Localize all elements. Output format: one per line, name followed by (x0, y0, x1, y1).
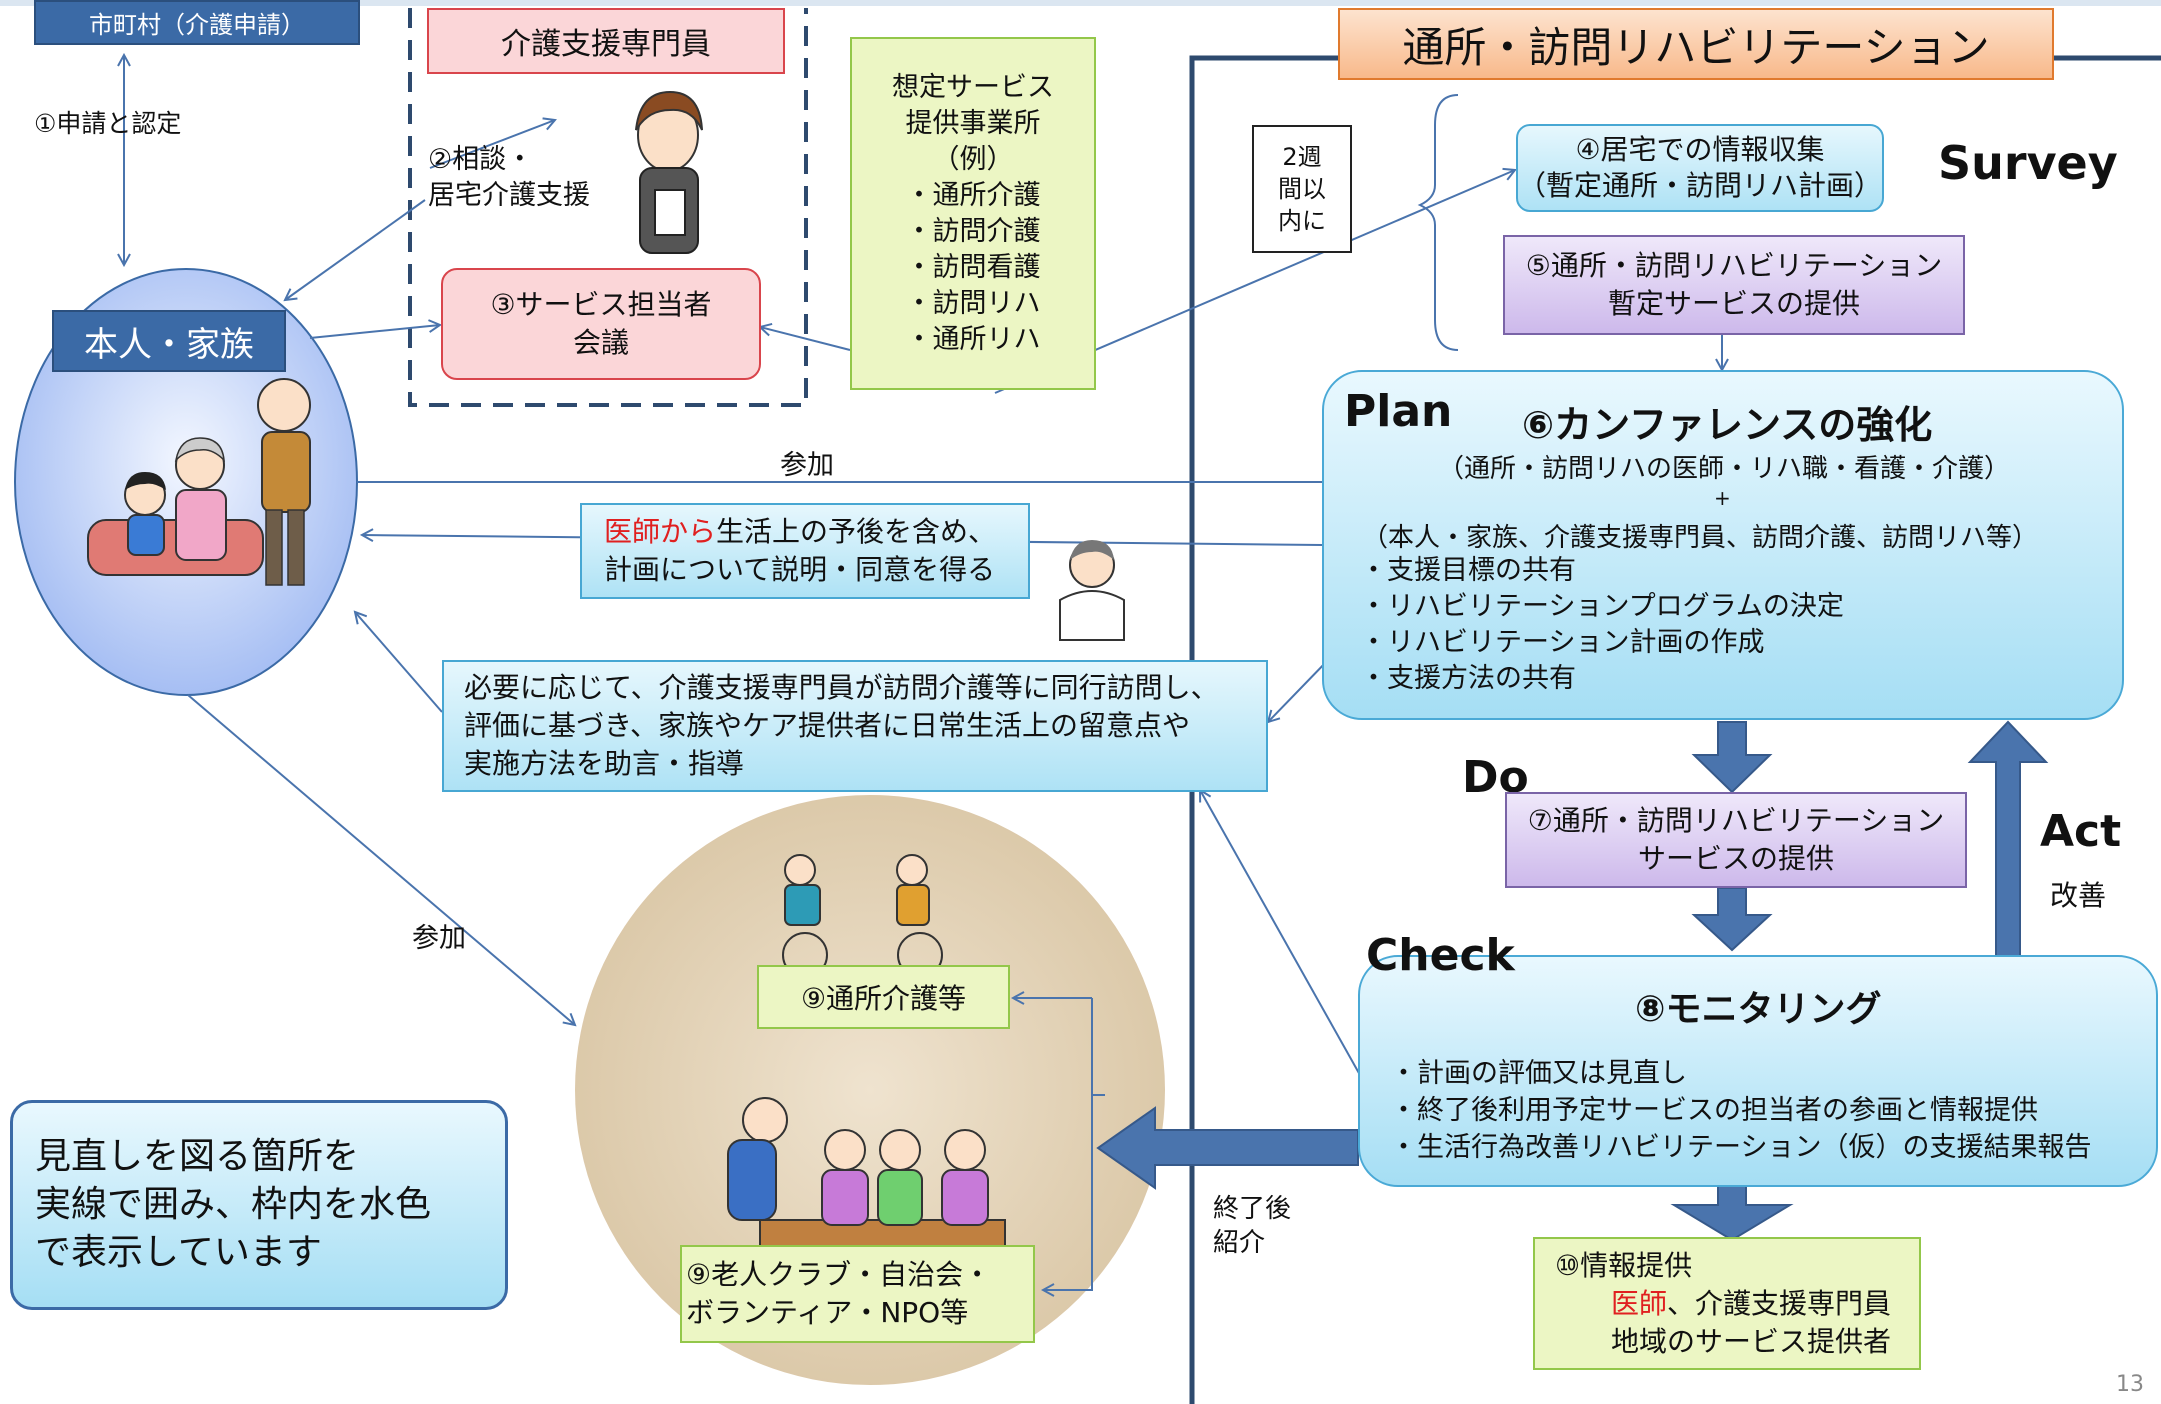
step6-title: ⑥カンファレンスの強化 (1522, 403, 1933, 447)
step2-line2: 居宅介護支援 (428, 180, 590, 211)
community-circle (575, 795, 1165, 1385)
step6-box (1322, 370, 2124, 720)
step8-items: ・計画の評価又は見直し ・終了後利用予定サービスの担当者の参画と情報提供 ・生活… (1390, 1055, 2091, 1166)
participation-2: 参加 (412, 923, 466, 954)
step8-item-2: ・生活行為改善リハビリテーション（仮）の支援結果報告 (1390, 1132, 2092, 1163)
step8-item-0: ・計画の評価又は見直し (1390, 1058, 1687, 1089)
step10-box: ⑩情報提供 医師、介護支援専門員 地域のサービス提供者 (1533, 1237, 1921, 1370)
advice-line3: 実施方法を助言・指導 (464, 747, 745, 780)
step6-item-3: ・支援方法の共有 (1360, 663, 1576, 694)
two-weeks-line2: 間以 (1278, 175, 1326, 203)
care-manager-title-box: 介護支援専門員 (427, 8, 785, 74)
clubs-line1: ⑨老人クラブ・自治会・ (686, 1258, 992, 1291)
step5-line1: ⑤通所・訪問リハビリテーション (1525, 249, 1943, 282)
page-number: 13 (2116, 1372, 2144, 1397)
step5-line2: 暫定サービスの提供 (1607, 287, 1860, 320)
doctor-explain-rest1: 生活上の予後を含め、 (716, 515, 997, 548)
municipality-label: 市町村（介護申請） (89, 11, 305, 39)
legend-note-box: 見直しを図る箇所を 実線で囲み、枠内を水色 で表示しています (10, 1100, 508, 1310)
care-manager-illustration (635, 90, 703, 254)
act-label: Act (2040, 806, 2122, 857)
family-illustration (87, 378, 311, 586)
rehab-title-box: 通所・訪問リハビリテーション (1338, 8, 2054, 80)
step10-line2: 医師、介護支援専門員 (1555, 1285, 1891, 1323)
rehab-title: 通所・訪問リハビリテーション (1402, 22, 1990, 72)
provider-line-2: （例） (932, 143, 1014, 175)
step3-box: ③サービス担当者 会議 (441, 268, 761, 380)
rehab-frame (1189, 55, 2161, 1404)
step4-line2: （暫定通所・訪問リハ計画） (1518, 169, 1883, 202)
provider-line-4: ・訪問介護 (905, 215, 1041, 247)
step6-item-1: ・リハビリテーションプログラムの決定 (1360, 591, 1844, 622)
step6-sub2: （本人・家族、介護支援専門員、訪問介護、訪問リハ等） (1362, 523, 2039, 553)
step8-item-1: ・終了後利用予定サービスの担当者の参画と情報提供 (1390, 1095, 2038, 1126)
family-label: 本人・家族 (84, 324, 254, 365)
after-end-line2: 紹介 (1213, 1228, 1266, 1258)
step6-item-0: ・支援目標の共有 (1360, 555, 1576, 586)
act-sub: 改善 (2050, 879, 2107, 912)
step10-red: 医師 (1611, 1286, 1668, 1320)
doctor-explain-line2: 計画について説明・同意を得る (604, 553, 996, 586)
provider-line-5: ・訪問看護 (905, 251, 1041, 283)
step10-rest2: 、介護支援専門員 (1667, 1286, 1892, 1320)
participation-1: 参加 (780, 450, 834, 481)
step4-box: ④居宅での情報収集 （暫定通所・訪問リハ計画） (1516, 124, 1884, 212)
advice-line1: 必要に応じて、介護支援専門員が訪問介護等に同行訪問し、 (464, 671, 1219, 704)
day-care-label: ⑨通所介護等 (800, 982, 967, 1015)
clubs-line2: ボランティア・NPO等 (686, 1296, 969, 1329)
step3-line1: ③サービス担当者 (490, 288, 712, 321)
doctor-explain-red: 医師から (604, 515, 717, 548)
step3-line2: 会議 (572, 326, 629, 359)
step8-title: ⑧モニタリング (1635, 989, 1882, 1030)
step10-line3: 地域のサービス提供者 (1611, 1324, 1892, 1358)
doctor-illustration (1059, 540, 1125, 641)
step6-item-2: ・リハビリテーション計画の作成 (1360, 627, 1765, 658)
step7-line2: サービスの提供 (1637, 842, 1834, 875)
step10-line1: ⑩情報提供 (1555, 1248, 1693, 1282)
two-weeks-line3: 内に (1278, 207, 1326, 235)
step6-sub1: （通所・訪問リハの医師・リハ職・看護・介護） (1438, 454, 2011, 484)
care-manager-title: 介護支援専門員 (501, 27, 711, 62)
step6-items: ・支援目標の共有 ・リハビリテーションプログラムの決定 ・リハビリテーション計画… (1360, 553, 1844, 697)
provider-line-0: 想定サービス (892, 71, 1054, 103)
provider-line-7: ・通所リハ (905, 323, 1041, 355)
legend-line1: 見直しを図る箇所を (35, 1136, 360, 1177)
two-weeks-line1: 2週 (1282, 143, 1322, 171)
clubs-box: ⑨老人クラブ・自治会・ ボランティア・NPO等 (680, 1245, 1035, 1343)
step7-box: ⑦通所・訪問リハビリテーション サービスの提供 (1505, 792, 1967, 888)
step2-label: ②相談・ 居宅介護支援 (428, 142, 590, 214)
service-providers-box: 想定サービス 提供事業所 （例） ・通所介護 ・訪問介護 ・訪問看護 ・訪問リハ… (850, 37, 1096, 390)
pdca-arrows (1096, 720, 2049, 1242)
advice-line2: 評価に基づき、家族やケア提供者に日常生活上の留意点や (464, 709, 1191, 742)
legend-line2: 実線で囲み、枠内を水色 (35, 1184, 432, 1225)
legend-line3: で表示しています (35, 1232, 322, 1273)
provider-line-3: ・通所介護 (905, 179, 1041, 211)
day-care-box: ⑨通所介護等 (757, 965, 1010, 1029)
family-label-box: 本人・家族 (52, 310, 286, 372)
step4-line1: ④居宅での情報収集 (1575, 133, 1825, 166)
after-end-line1: 終了後 (1213, 1194, 1292, 1224)
check-label: Check (1366, 930, 1515, 981)
doctor-explain-box: 医師から生活上の予後を含め、 計画について説明・同意を得る (580, 503, 1030, 599)
after-end-label: 終了後 紹介 (1213, 1192, 1291, 1260)
step6-plus: + (1714, 486, 1731, 510)
municipality-box: 市町村（介護申請） (34, 0, 360, 45)
plan-label: Plan (1344, 386, 1453, 437)
step5-box: ⑤通所・訪問リハビリテーション 暫定サービスの提供 (1503, 235, 1965, 335)
step1-label: ①申請と認定 (34, 109, 182, 138)
step8-box (1358, 955, 2158, 1187)
step2-line1: ②相談・ (428, 144, 534, 175)
two-weeks-box: 2週 間以 内に (1252, 125, 1352, 253)
home-visit-advice-box: 必要に応じて、介護支援専門員が訪問介護等に同行訪問し、 評価に基づき、家族やケア… (442, 660, 1268, 792)
survey-label: Survey (1938, 136, 2118, 190)
step7-line1: ⑦通所・訪問リハビリテーション (1527, 804, 1945, 837)
provider-line-6: ・訪問リハ (905, 287, 1041, 319)
doctor-explain-line1: 医師から生活上の予後を含め、 (604, 513, 996, 551)
provider-line-1: 提供事業所 (905, 107, 1041, 139)
wheelchair-illustration (782, 854, 943, 978)
top-strip (0, 0, 2161, 6)
care-manager-dashed-frame (408, 8, 808, 407)
